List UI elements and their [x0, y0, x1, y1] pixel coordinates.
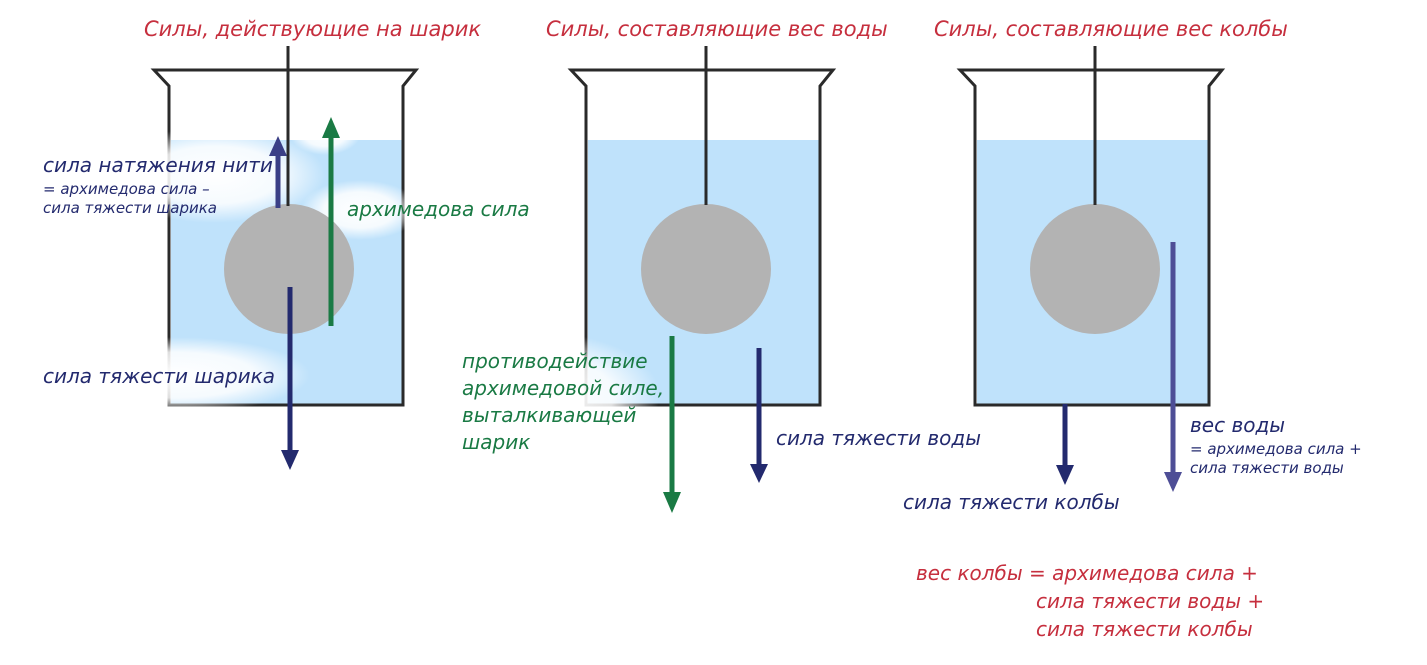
flask-gravity-arrow-3 [1056, 404, 1074, 485]
tension-formula-label: = архимедова сила – сила тяжести шарика [43, 180, 217, 217]
water-weight-arrow-3 [1164, 242, 1182, 492]
water-gravity-label: сила тяжести воды [776, 426, 982, 450]
counteraction-label: противодействие архимедовой силе, выталк… [462, 349, 665, 454]
formula-line-2: сила тяжести воды + [1036, 589, 1265, 613]
counteraction-arrow-2 [663, 336, 681, 513]
ball-2 [641, 204, 771, 334]
panel-2-title: Силы, составляющие вес воды [546, 17, 888, 41]
water-weight-label: вес воды [1190, 413, 1286, 437]
archimedes-arrow-1 [322, 117, 340, 326]
water-gravity-arrow-2 [750, 348, 768, 483]
ball-gravity-label: сила тяжести шарика [43, 364, 275, 388]
archimedes-label: архимедова сила [347, 197, 530, 221]
ball-3 [1030, 204, 1160, 334]
panel-1-title: Силы, действующие на шарик [144, 17, 482, 41]
water-weight-formula-label: = архимедова сила + сила тяжести воды [1190, 440, 1362, 477]
formula-line-3: сила тяжести колбы [1036, 617, 1253, 641]
ball-gravity-arrow-1 [281, 287, 299, 470]
beaker-2-outline [567, 68, 837, 407]
beaker-3-outline [956, 68, 1226, 407]
ball-1 [224, 204, 354, 334]
flask-gravity-label: сила тяжести колбы [903, 490, 1120, 514]
beaker-1-outline [150, 68, 420, 407]
tension-arrow-1 [269, 136, 287, 208]
panel-3-title: Силы, составляющие вес колбы [934, 17, 1288, 41]
tension-label: сила натяжения нити [43, 153, 273, 177]
formula-line-1: вес колбы = архимедова сила + [916, 561, 1258, 585]
